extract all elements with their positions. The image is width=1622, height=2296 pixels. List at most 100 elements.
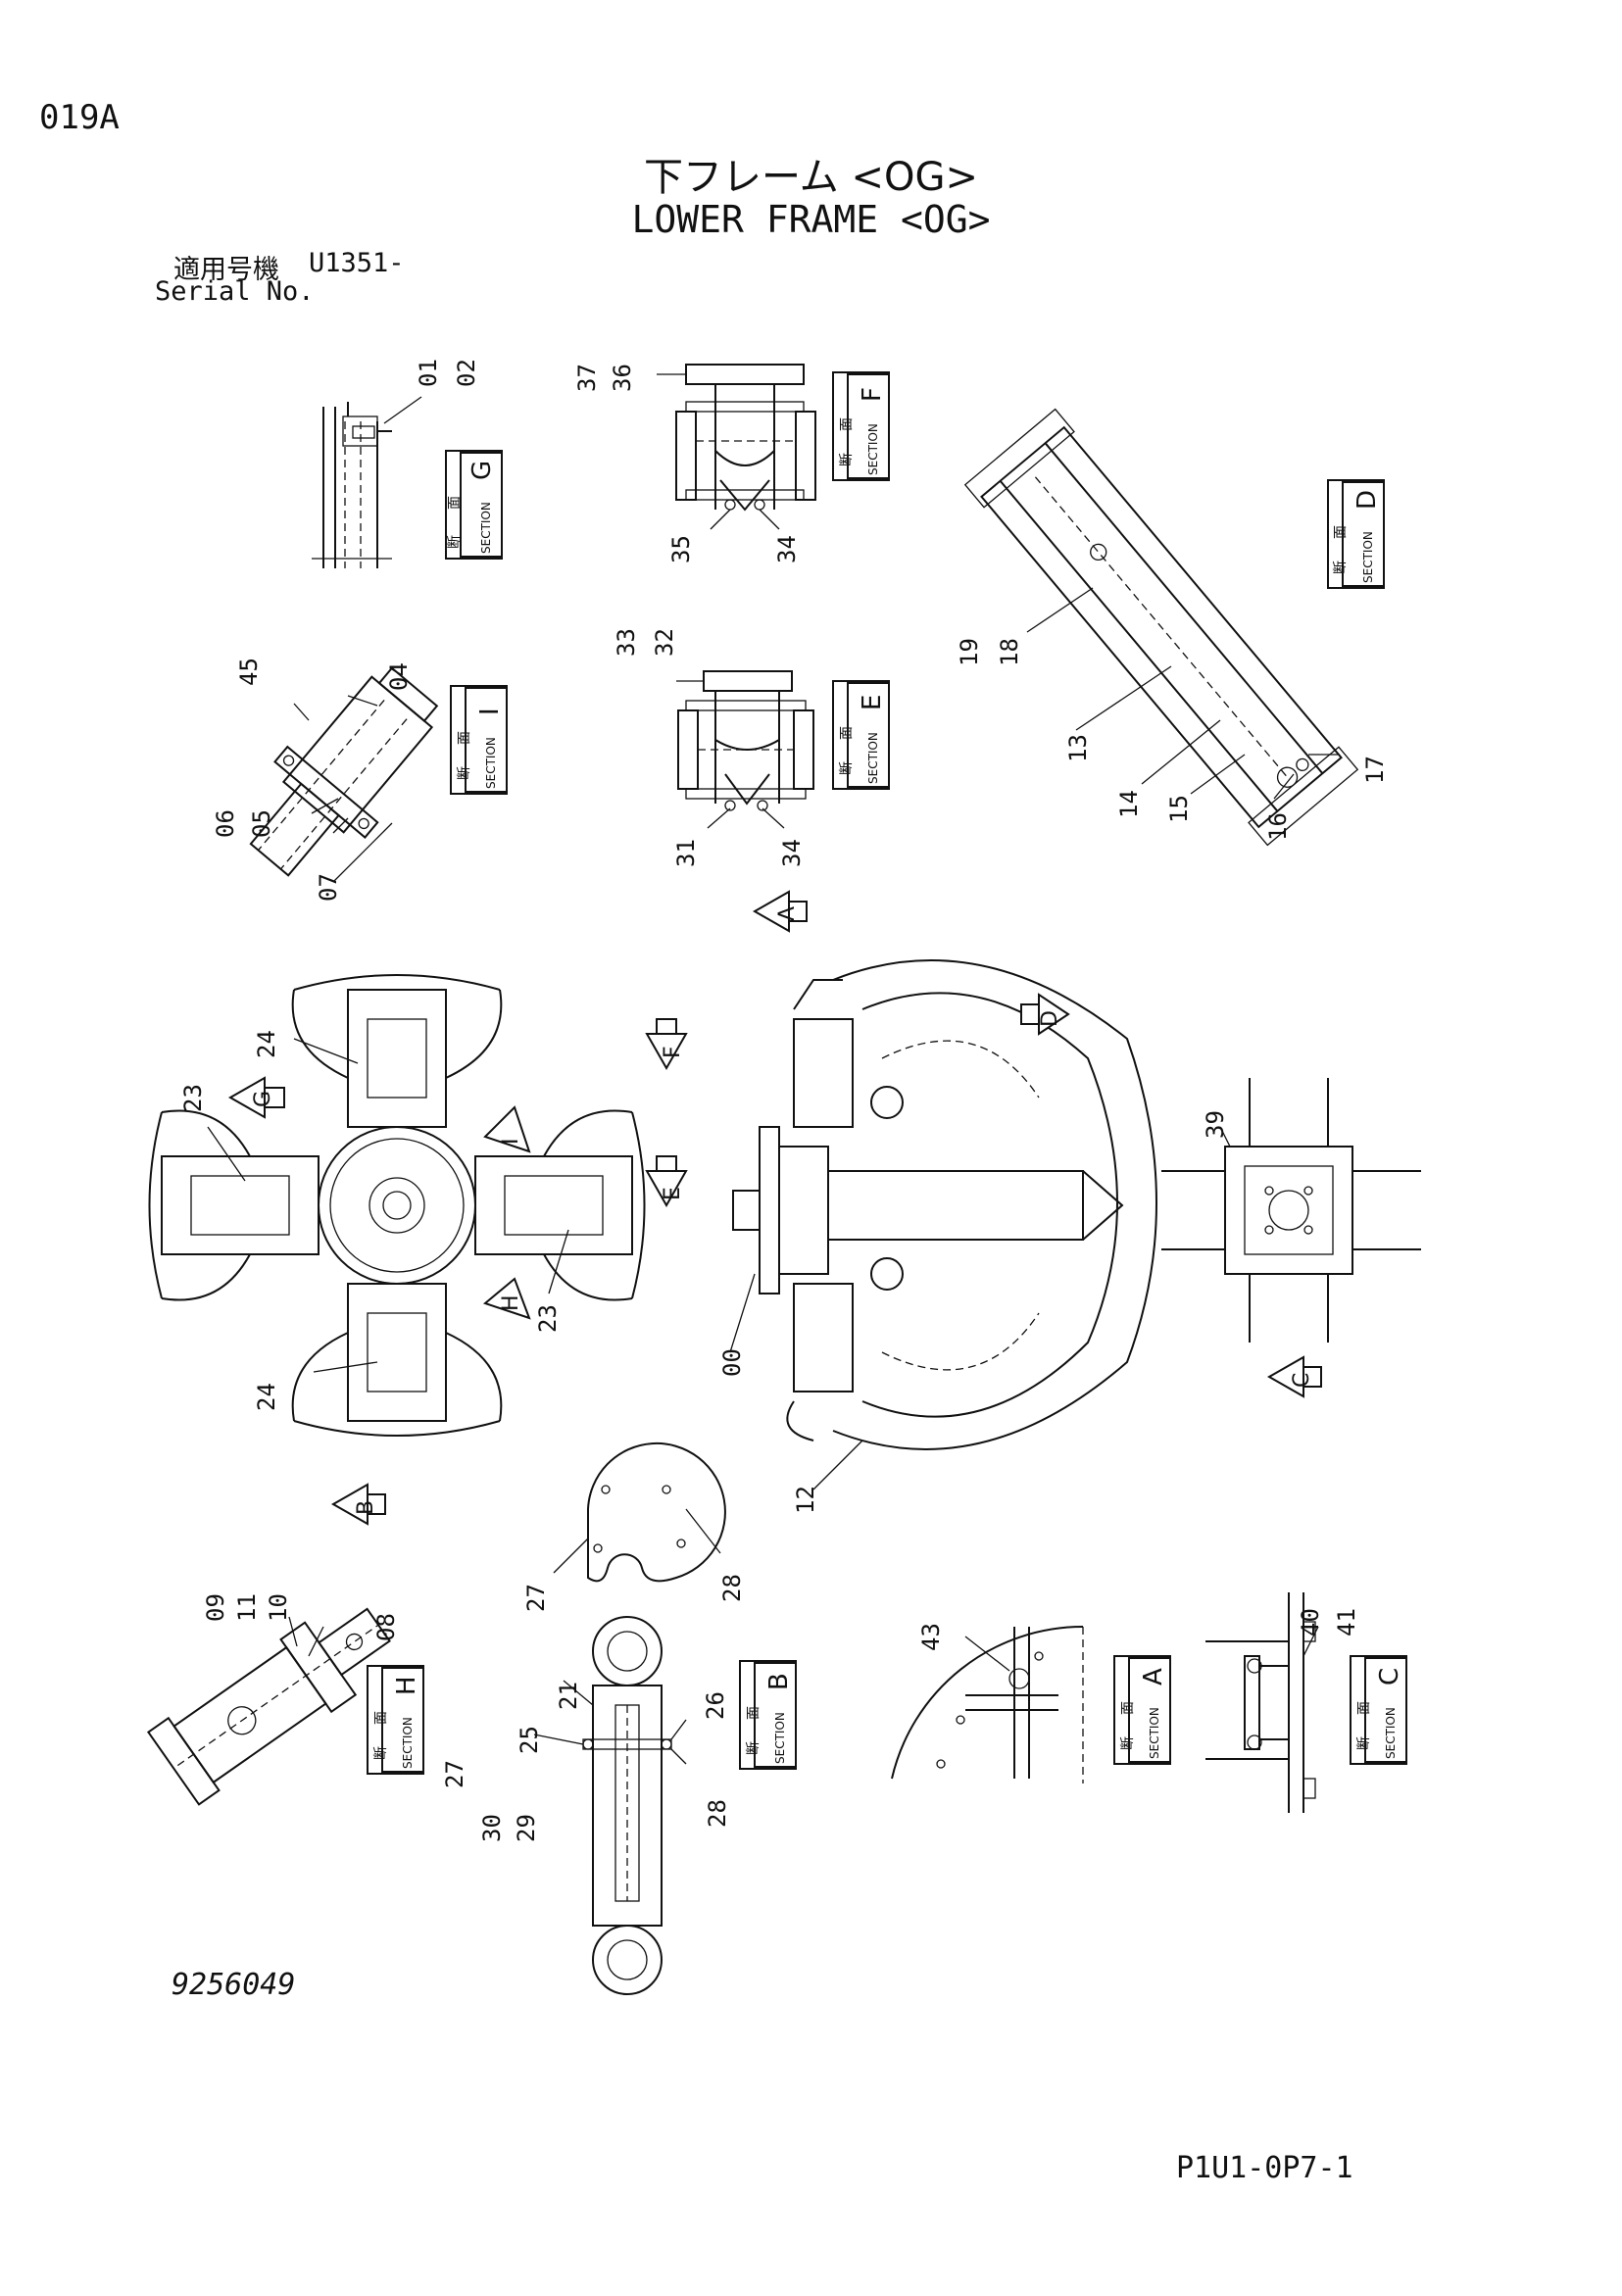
svg-text:断: 断 (1120, 1736, 1136, 1750)
section-a-drawing (891, 1626, 1084, 1783)
callout-24-bottom: 24 (253, 1383, 280, 1411)
view-arrow-g: G (227, 1076, 285, 1119)
svg-text:断: 断 (839, 453, 855, 466)
svg-text:断: 断 (839, 761, 855, 775)
svg-text:面: 面 (1120, 1701, 1136, 1715)
callout-12: 12 (792, 1486, 819, 1514)
svg-text:F: F (858, 387, 887, 402)
svg-text:G: G (467, 461, 497, 480)
callout-34b: 34 (778, 839, 806, 867)
svg-text:SECTION: SECTION (479, 502, 493, 554)
section-f-drawing (657, 364, 816, 530)
section-d-drawing (963, 408, 1359, 847)
svg-text:I: I (475, 708, 505, 715)
svg-text:面: 面 (839, 726, 855, 740)
view-arrow-h: H (482, 1277, 531, 1320)
view-arrow-f: F (645, 1018, 688, 1071)
svg-text:面: 面 (746, 1706, 762, 1720)
callout-07: 07 (315, 873, 342, 902)
callout-09: 09 (202, 1593, 229, 1622)
title-english: LOWER FRAME <OG> (631, 198, 991, 241)
callout-27-b: 27 (441, 1760, 468, 1788)
svg-text:断: 断 (373, 1746, 389, 1760)
svg-text:SECTION: SECTION (1361, 531, 1375, 583)
svg-text:E: E (661, 1187, 685, 1200)
svg-text:面: 面 (839, 417, 855, 431)
svg-text:SECTION: SECTION (1384, 1707, 1398, 1759)
svg-text:C: C (1375, 1668, 1404, 1685)
svg-text:断: 断 (1356, 1736, 1372, 1750)
view-arrow-a: A (752, 890, 808, 933)
callout-06: 06 (212, 809, 239, 838)
serial-label-english: Serial No. (155, 276, 315, 307)
callout-00: 00 (718, 1348, 746, 1377)
svg-text:SECTION: SECTION (484, 737, 498, 789)
view-arrow-e: E (645, 1155, 688, 1208)
svg-text:SECTION: SECTION (401, 1717, 415, 1769)
sheet-id: P1U1-0P7-1 (1176, 2151, 1353, 2185)
callout-01: 01 (415, 359, 442, 387)
section-label-c: 断 面 SECTION C (1350, 1655, 1407, 1765)
side-view-drawing (729, 959, 1157, 1490)
svg-text:面: 面 (373, 1711, 389, 1725)
view-arrow-d: D (1020, 993, 1070, 1036)
callout-32: 32 (651, 628, 678, 657)
frame-plan-drawing (1161, 1078, 1421, 1343)
view-arrow-c: C (1266, 1355, 1322, 1398)
callout-37: 37 (573, 364, 601, 392)
svg-text:面: 面 (1356, 1701, 1372, 1715)
section-label-a: 断 面 SECTION A (1113, 1655, 1171, 1765)
drawing-number: 9256049 (172, 1968, 296, 2002)
section-b-drawing (533, 1616, 687, 1995)
section-h-drawing (146, 1607, 391, 1806)
callout-10: 10 (265, 1593, 292, 1622)
callout-05: 05 (248, 809, 275, 838)
callout-28-ring: 28 (718, 1574, 746, 1602)
section-label-h: 断 面 SECTION H (367, 1665, 424, 1775)
svg-text:E: E (858, 695, 887, 710)
callout-19: 19 (956, 638, 983, 666)
callout-27-ring: 27 (522, 1584, 550, 1612)
svg-text:SECTION: SECTION (773, 1712, 787, 1764)
svg-text:SECTION: SECTION (866, 423, 880, 475)
svg-text:面: 面 (1333, 525, 1349, 539)
serial-label-japanese: 適用号機 (173, 255, 279, 285)
svg-text:A: A (775, 906, 800, 921)
callout-15: 15 (1165, 795, 1193, 823)
callout-40: 40 (1297, 1608, 1324, 1637)
callout-23-left: 23 (179, 1084, 207, 1112)
callout-43: 43 (917, 1623, 945, 1651)
section-label-d: 断 面 SECTION D (1327, 479, 1385, 589)
callout-11: 11 (233, 1593, 261, 1622)
svg-text:F: F (661, 1046, 685, 1058)
section-label-f: 断 面 SECTION F (832, 371, 890, 481)
svg-text:断: 断 (447, 535, 463, 549)
view-arrow-b: B (330, 1483, 386, 1526)
callout-34: 34 (773, 535, 801, 563)
callout-14: 14 (1115, 790, 1143, 818)
section-label-g: 断 面 SECTION G (445, 450, 503, 560)
callout-29: 29 (513, 1814, 540, 1842)
callout-30: 30 (478, 1814, 506, 1842)
callout-28-b: 28 (704, 1799, 731, 1828)
svg-text:断: 断 (746, 1741, 762, 1755)
section-label-e: 断 面 SECTION E (832, 680, 890, 790)
callout-23-right: 23 (534, 1304, 562, 1333)
callout-35: 35 (667, 535, 695, 563)
section-c-drawing (1205, 1592, 1319, 1813)
svg-text:B: B (354, 1500, 378, 1515)
serial-value: U1351- (309, 248, 405, 278)
svg-text:H: H (499, 1295, 523, 1311)
page-code: 019A (39, 98, 120, 137)
svg-text:D: D (1352, 490, 1382, 510)
section-e-drawing (676, 670, 814, 829)
svg-text:断: 断 (457, 766, 472, 780)
svg-text:A: A (1139, 1668, 1168, 1685)
callout-36: 36 (609, 364, 636, 392)
callout-41: 41 (1333, 1608, 1360, 1637)
section-i-drawing (249, 666, 439, 883)
callout-33: 33 (613, 628, 640, 657)
svg-text:C: C (1290, 1373, 1314, 1388)
callout-08: 08 (372, 1613, 400, 1641)
